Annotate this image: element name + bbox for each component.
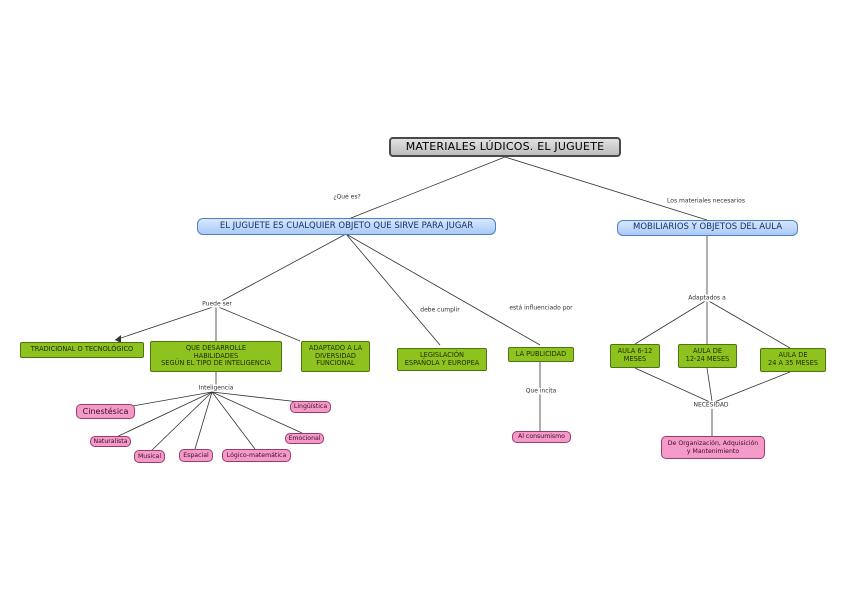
line-aula1-necesidad xyxy=(634,367,713,404)
label-que-incita: Que incita xyxy=(524,387,558,395)
line-int-emocional xyxy=(211,391,303,434)
musical-node: Musical xyxy=(134,450,165,463)
label-debe-cumplir: debe cumplir xyxy=(419,306,461,314)
line-aula2-necesidad xyxy=(706,367,713,402)
label-esta-influenciado: está influenciado por xyxy=(508,304,574,312)
consumismo-node: Al consumismo xyxy=(512,431,571,443)
aula-6-12-node: AULA 6-12 MESES xyxy=(610,344,660,368)
line-puede-tradicional xyxy=(114,305,217,341)
emocional-node: Emocional xyxy=(285,433,324,444)
naturalista-node: Naturalista xyxy=(90,436,131,447)
line-int-naturalista xyxy=(109,391,213,441)
mobiliarios-node: MOBILIARIOS Y OBJETOS DEL AULA xyxy=(617,220,798,236)
line-adaptados-aula1 xyxy=(634,299,708,345)
line-root-left xyxy=(345,156,506,221)
label-adaptados-a: Adaptados a xyxy=(687,294,727,302)
legislacion-node: LEGISLACIÓN ESPAÑOLA Y EUROPEA xyxy=(397,348,487,371)
label-que-es: ¿Qué es? xyxy=(332,193,362,201)
aula-12-24-node: AULA DE 12-24 MESES xyxy=(678,344,737,368)
label-inteligencia: Inteligencia xyxy=(197,384,235,392)
line-left-legislacion xyxy=(345,233,441,346)
linguistica-node: Lingüística xyxy=(290,401,331,413)
line-left-publicidad xyxy=(345,233,541,346)
tradicional-node: TRADICIONAL O TECNOLÓGICO xyxy=(20,342,144,358)
desarrolle-node: QUE DESARROLLE HABILIDADES SEGÚN EL TIPO… xyxy=(150,341,282,372)
label-los-materiales: Los materiales necesarios xyxy=(666,197,746,205)
line-left-puede xyxy=(215,233,347,305)
root-node: MATERIALES LÚDICOS. EL JUGUETE xyxy=(389,137,621,157)
line-root-right xyxy=(504,156,708,221)
line-int-espacial xyxy=(194,391,213,450)
juguete-definition-node: EL JUGUETE ES CUALQUIER OBJETO QUE SIRVE… xyxy=(197,218,496,235)
line-puede-adaptado xyxy=(215,305,301,342)
label-necesidad: NECESIDAD xyxy=(692,401,730,409)
espacial-node: Espacial xyxy=(179,449,213,462)
line-adaptados-aula3 xyxy=(706,299,791,349)
line-aula3-necesidad xyxy=(711,371,791,404)
label-puede-ser: Puede ser xyxy=(201,300,233,308)
arrowhead xyxy=(115,335,121,343)
aula-24-35-node: AULA DE 24 A 35 MESES xyxy=(760,348,826,372)
cinestesica-node: Cinestésica xyxy=(76,404,135,419)
logica-matematica-node: Lógico-matemática xyxy=(222,449,291,462)
publicidad-node: LA PUBLICIDAD xyxy=(508,347,574,362)
line-int-logica xyxy=(211,391,256,450)
line-int-musical xyxy=(149,391,213,453)
adaptado-node: ADAPTADO A LA DIVERSIDAD FUNCIONAL xyxy=(301,341,370,372)
organizacion-node: De Organización, Adquisición y Mantenimi… xyxy=(661,436,765,459)
